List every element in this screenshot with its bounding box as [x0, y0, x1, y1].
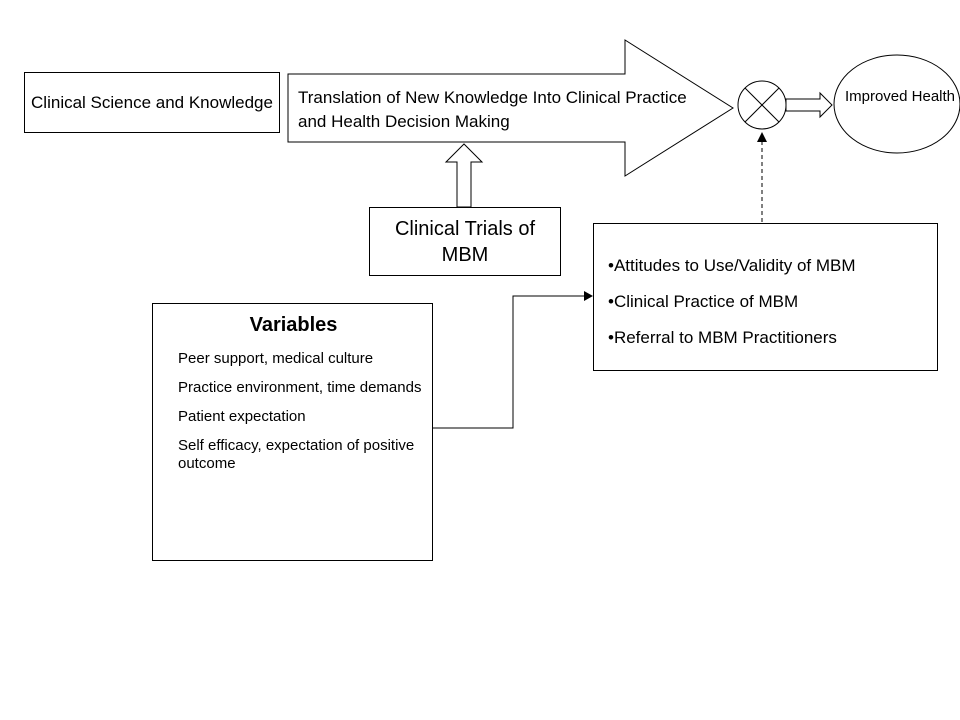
translation-label: Translation of New Knowledge Into Clinic…	[298, 88, 687, 131]
outcome-item: •Clinical Practice of MBM	[608, 292, 799, 311]
outcomes-list: •Attitudes to Use/Validity of MBM •Clini…	[608, 255, 856, 363]
clinical-trials-label: Clinical Trials of MBM	[394, 217, 536, 266]
variables-item: Self efficacy, expectation of positive o…	[178, 437, 415, 472]
variables-list: Peer support, medical culture Practice e…	[178, 350, 433, 484]
clinical-science-label: Clinical Science and Knowledge	[31, 93, 273, 112]
variables-item: Practice environment, time demands	[178, 379, 422, 396]
variables-item: Peer support, medical culture	[178, 350, 374, 367]
clinical-science-box: Clinical Science and Knowledge	[24, 72, 280, 133]
connector-arrowhead	[584, 291, 593, 301]
right-hollow-arrow	[785, 91, 833, 119]
improved-health-label: Improved Health	[844, 88, 956, 105]
variables-item: Patient expectation	[178, 408, 306, 425]
improved-health-ellipse	[833, 54, 960, 154]
variables-connector	[433, 295, 584, 429]
outcomes-box: •Attitudes to Use/Validity of MBM •Clini…	[593, 223, 938, 371]
variables-title: Variables	[249, 314, 338, 336]
translation-arrow-shape	[287, 39, 734, 177]
junction-x-icon	[737, 80, 787, 130]
outcome-item: •Referral to MBM Practitioners	[608, 328, 837, 347]
dashed-arrowhead	[757, 132, 767, 142]
up-hollow-arrow	[444, 143, 484, 208]
outcome-item: •Attitudes to Use/Validity of MBM	[608, 256, 856, 275]
variables-box: Variables Peer support, medical culture …	[152, 303, 433, 561]
clinical-trials-box: Clinical Trials of MBM	[369, 207, 561, 276]
